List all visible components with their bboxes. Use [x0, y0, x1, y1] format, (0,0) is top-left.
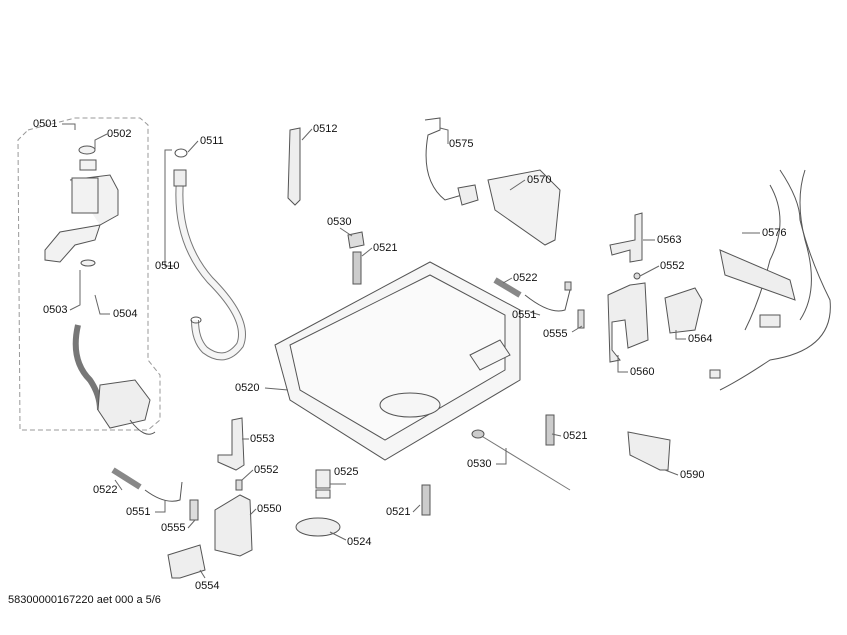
screw-0521-part: [352, 251, 362, 285]
part-label: 0554: [195, 580, 220, 592]
part-label: 0553: [250, 433, 275, 445]
part-label: 0510: [155, 260, 180, 272]
disc-0524-part: [295, 517, 341, 537]
part-label: 0560: [630, 366, 655, 378]
part-0525: [315, 469, 331, 489]
wiring-harness-part: [709, 169, 831, 391]
part-label: 0552: [254, 464, 279, 476]
part-label: 0521: [563, 430, 588, 442]
bracket-0554-part: [167, 544, 206, 579]
bracket-0512-part: [287, 127, 301, 206]
control-module-part: [487, 169, 561, 246]
part-label: 0503: [43, 304, 68, 316]
part-label: 0511: [200, 135, 224, 147]
part-label: 0563: [657, 234, 682, 246]
part-label: 0520: [235, 382, 260, 394]
assembly-boundary: [17, 117, 161, 431]
part-label: 0501: [33, 118, 58, 130]
power-cable-part: [424, 117, 463, 201]
part-label: 0575: [449, 138, 474, 150]
cable-0530b-part: [474, 431, 571, 491]
part-label: 0504: [113, 308, 138, 320]
drawing-reference: 58300000167220 aet 000 a 5/6: [8, 594, 161, 606]
part-label: 0530: [327, 216, 352, 228]
part-label: 0550: [257, 503, 282, 515]
part-label: 0521: [386, 506, 411, 518]
bracket-0550-part: [214, 494, 253, 557]
bracket-0563-part: [609, 212, 643, 263]
lower-hose-part: [72, 324, 103, 411]
bracket-0560-part: [607, 282, 649, 363]
base-tub-part: [274, 261, 521, 461]
cover-0564-part: [664, 287, 703, 334]
part-label: 0551: [126, 506, 151, 518]
part-label: 0521: [373, 242, 398, 254]
heater-0522b-part: [111, 467, 142, 490]
bracket-0553-part: [217, 417, 245, 471]
part-label: 0502: [107, 128, 132, 140]
part-label: 0576: [762, 227, 787, 239]
part-label: 0522: [93, 484, 118, 496]
part-label: 0570: [527, 174, 552, 186]
part-label: 0590: [680, 469, 705, 481]
part-label: 0530: [467, 458, 492, 470]
drain-hose-part: [175, 179, 246, 361]
part-label: 0555: [543, 328, 568, 340]
inlet-valve-part: [44, 145, 119, 267]
part-label: 0512: [313, 123, 338, 135]
part-label: 0555: [161, 522, 186, 534]
part-label: 0525: [334, 466, 359, 478]
screw-0521c-part: [421, 484, 431, 516]
part-label: 0551: [512, 309, 537, 321]
part-label: 0524: [347, 536, 372, 548]
heater-0522-part: [493, 277, 522, 298]
part-label: 0522: [513, 272, 538, 284]
part-0590: [627, 431, 671, 471]
screw-0521b-part: [545, 414, 555, 446]
part-label: 0552: [660, 260, 685, 272]
part-label: 0564: [688, 333, 713, 345]
